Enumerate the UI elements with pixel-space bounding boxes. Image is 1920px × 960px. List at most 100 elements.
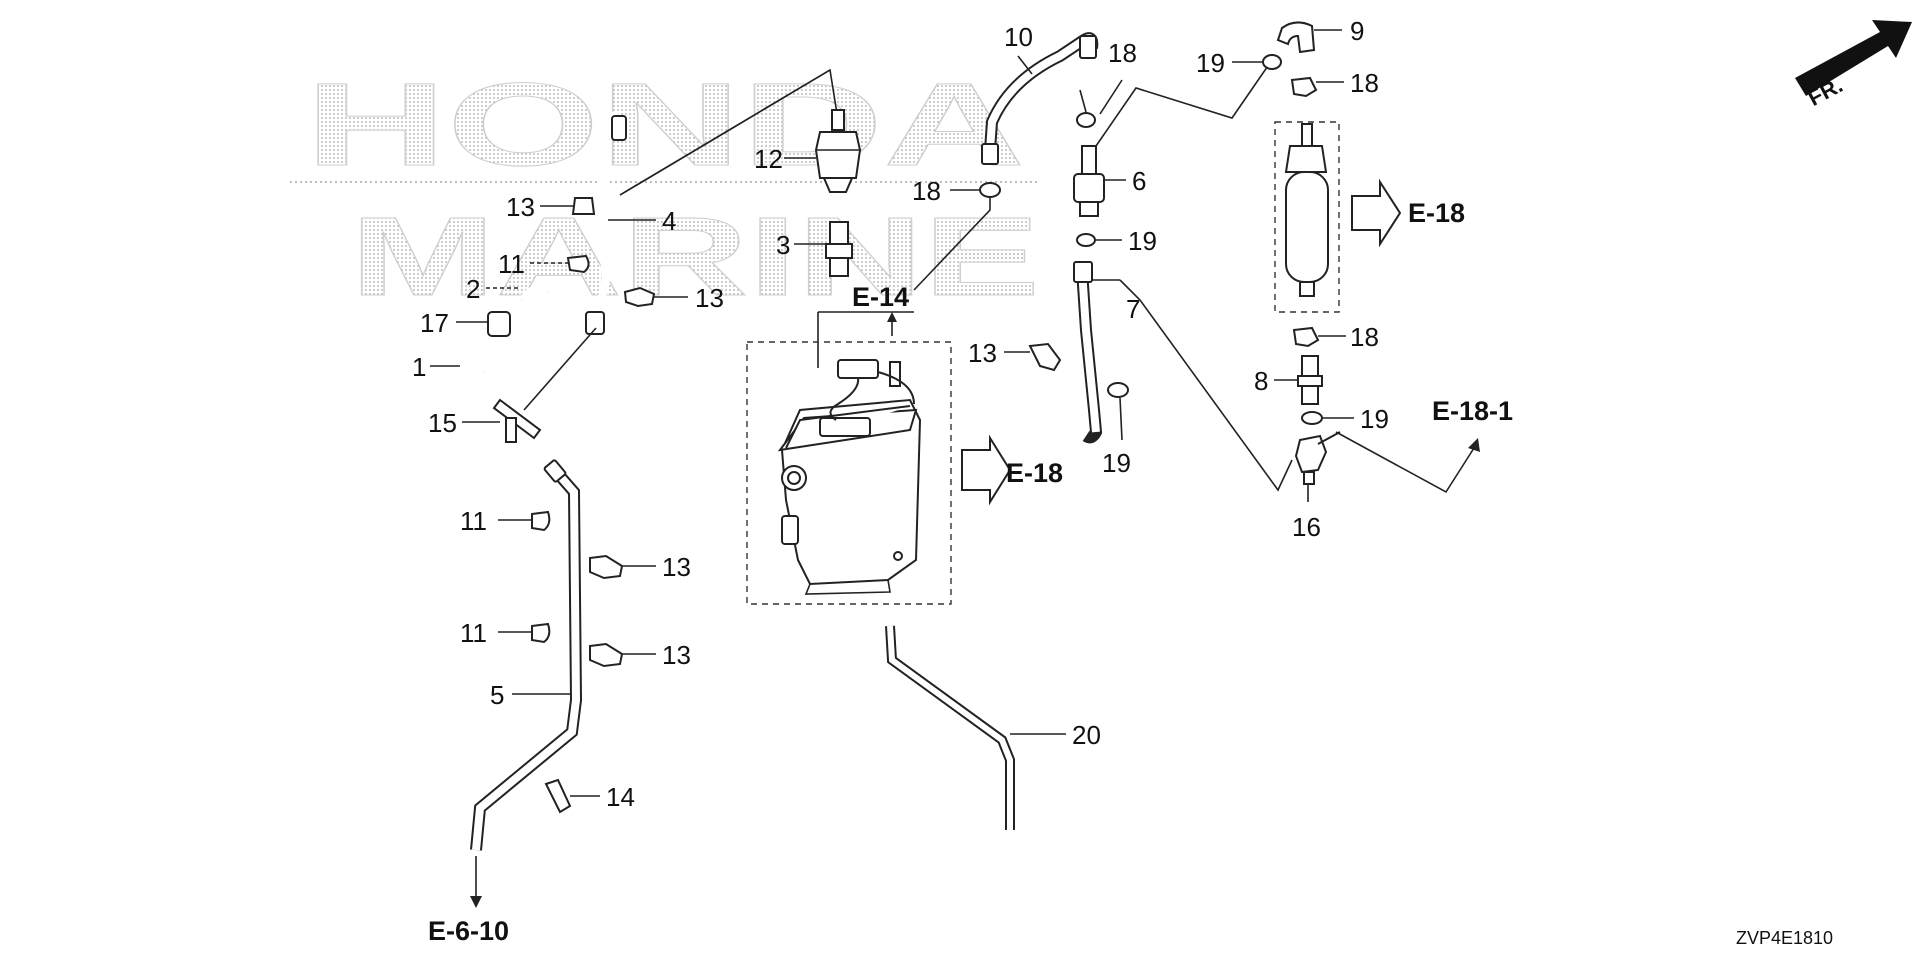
callout-16: 16 (1292, 512, 1321, 542)
hose-20-inner (887, 625, 1013, 830)
part-13a-clamp (623, 286, 656, 308)
watermark: HONDA MARINE (290, 59, 1041, 320)
callout-19c: 19 (1196, 48, 1225, 78)
part-18b-clip (1292, 326, 1320, 348)
callout-10: 10 (1004, 22, 1033, 52)
callout-5: 5 (490, 680, 504, 710)
callout-13a: 13 (695, 283, 724, 313)
part-19d-clip (1076, 233, 1096, 247)
callout-13c: 13 (662, 640, 691, 670)
fuel-pump (1284, 123, 1329, 297)
tank-box (746, 341, 952, 605)
callout-19f: 19 (1360, 404, 1389, 434)
part-2-hose-inner (519, 285, 550, 302)
callout-11b: 11 (460, 506, 487, 536)
part-3-connector (825, 221, 853, 277)
ref-e18-tank-arrow (961, 434, 1012, 506)
hose-4-end-top (611, 115, 627, 141)
callout-18a: 18 (1350, 68, 1379, 98)
part-18a-clip (1290, 76, 1318, 98)
part-16-joint (1294, 431, 1341, 485)
leader-e18-1 (1335, 431, 1475, 494)
callout-13e: 14 (606, 782, 635, 812)
leader-e14-to-19 (913, 198, 991, 291)
leader-19e (1119, 397, 1123, 441)
callout-8: 8 (1254, 366, 1268, 396)
hose-4-end-bottom (585, 311, 605, 335)
e18-1-arrow-head (1468, 438, 1480, 452)
part-19a-clip (979, 182, 1001, 198)
callout-19a: 18 (912, 176, 941, 206)
callout-19e: 19 (1102, 448, 1131, 478)
diagram-code: ZVP4E1810 (1736, 928, 1833, 948)
part-19e-clip (1107, 382, 1129, 398)
e14-arrow-head (887, 312, 897, 322)
callout-6: 6 (1132, 166, 1146, 196)
callout-1: 1 (412, 352, 426, 382)
callout-15: 15 (428, 408, 457, 438)
callout-2: 2 (466, 274, 480, 304)
callout-13b: 13 (662, 552, 691, 582)
ref-e14: E-14 (852, 282, 909, 312)
leader-10 (1017, 55, 1033, 75)
callout-11a: 11 (498, 249, 525, 279)
part-19b-clip (1076, 112, 1096, 128)
part-15-stem (505, 417, 517, 443)
front-arrow-icon (1795, 20, 1912, 96)
leader-apex-left (619, 69, 831, 196)
callout-12: 12 (754, 144, 783, 174)
part-11c-clip (531, 622, 551, 644)
callout-9: 9 (1350, 16, 1364, 46)
callout-7: 7 (1126, 294, 1140, 324)
ref-e18-1: E-18-1 (1432, 396, 1513, 426)
vapor-separator-tank (777, 359, 922, 595)
leader-15-to-4 (523, 327, 597, 411)
leader-7-to-16 (1119, 279, 1293, 492)
callout-17: 17 (420, 308, 449, 338)
arrow-e6-10-head (470, 896, 482, 908)
hose-10-end-bottom (981, 143, 999, 165)
hose-5-end-top (543, 459, 567, 483)
callout-19b: 18 (1108, 38, 1137, 68)
ref-e18-pump-arrow (1351, 178, 1402, 248)
hose-5-inner (472, 465, 581, 851)
hose-20 (885, 625, 1015, 830)
part-9-elbow (1276, 21, 1316, 54)
callout-11c: 11 (460, 618, 487, 648)
callout-14: 13 (506, 192, 535, 222)
hose-7-inner (1078, 269, 1100, 433)
callout-19d: 19 (1128, 226, 1157, 256)
callout-4: 4 (662, 206, 676, 236)
callout-13d: 13 (968, 338, 997, 368)
part-11a-clip (566, 254, 590, 274)
leader-19b (1079, 89, 1087, 113)
ref-e18-pump: E-18 (1408, 198, 1465, 228)
front-indicator: FR. (1795, 20, 1912, 111)
leader-19b-fork (1099, 79, 1123, 115)
part-1-hose-inner (460, 349, 487, 373)
watermark-line1: HONDA (305, 59, 1025, 191)
part-13b-clamp (589, 554, 624, 580)
part-13e-clamp (544, 778, 572, 814)
hose-7-end-top (1073, 261, 1093, 283)
watermark-line2: MARINE (350, 194, 1040, 319)
part-8-connector (1297, 355, 1323, 405)
pump-box (1274, 121, 1340, 313)
part-12-filter (814, 109, 862, 193)
part-17-valve (487, 311, 511, 337)
ref-e6-10: E-6-10 (428, 916, 509, 946)
part-6-fitting (1073, 145, 1105, 217)
callout-3: 3 (776, 230, 790, 260)
part-19f-clip (1301, 411, 1323, 425)
part-14-cap (571, 197, 596, 215)
callout-18b: 18 (1350, 322, 1379, 352)
part-11b-clip (531, 510, 551, 532)
part-13c-clamp (589, 642, 624, 668)
ref-e18-tank: E-18 (1006, 458, 1063, 488)
hose-10-end-top (1079, 35, 1097, 59)
callout-20: 20 (1072, 720, 1101, 750)
part-13d-clamp (1028, 342, 1062, 372)
leader-19c-to-6 (1095, 59, 1273, 147)
part-19c-clip (1262, 54, 1282, 70)
